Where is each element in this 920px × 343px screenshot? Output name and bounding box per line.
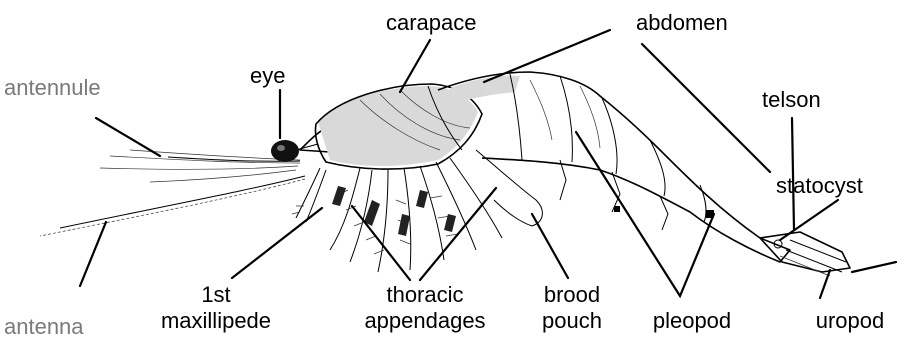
label-antenna: antenna [4,314,84,338]
pleopods [560,160,714,230]
label-statocyst: statocyst [776,173,863,198]
label-abdomen: abdomen [636,10,728,35]
leader-maxillipede [232,208,322,278]
label-brood-line2: pouch [542,308,602,333]
label-antennule: antennule [4,75,101,100]
leader-brood [532,214,568,278]
label-thoracic-line2: appendages [364,308,485,333]
abdomen-segments [438,72,790,262]
leader-antenna [80,222,106,286]
thoracic-legs [330,158,502,272]
label-thoracic-line1: thoracic [386,282,463,307]
labels: carapace abdomen eye antennule telson st… [4,10,884,338]
label-carapace: carapace [386,10,477,35]
label-telson: telson [762,87,821,112]
leader-abdomen-2 [642,44,770,172]
label-maxillipede-line1: 1st [201,282,230,307]
antenna-flagellum [40,176,305,236]
antennule-flagella [100,150,300,182]
leader-uropod-2 [852,262,896,272]
leader-statocyst [780,200,838,240]
shrimp-illustration [40,72,850,276]
label-pleopod: pleopod [653,308,731,333]
label-eye: eye [250,63,285,88]
label-brood-line1: brood [544,282,600,307]
leader-lines [80,30,896,298]
leader-antennule [96,118,160,156]
maxillipede-shape [292,168,326,222]
leader-thoracic-1 [352,206,410,280]
label-uropod: uropod [816,308,885,333]
label-maxillipede-line2: maxillipede [161,308,271,333]
tail-fan [760,232,850,276]
